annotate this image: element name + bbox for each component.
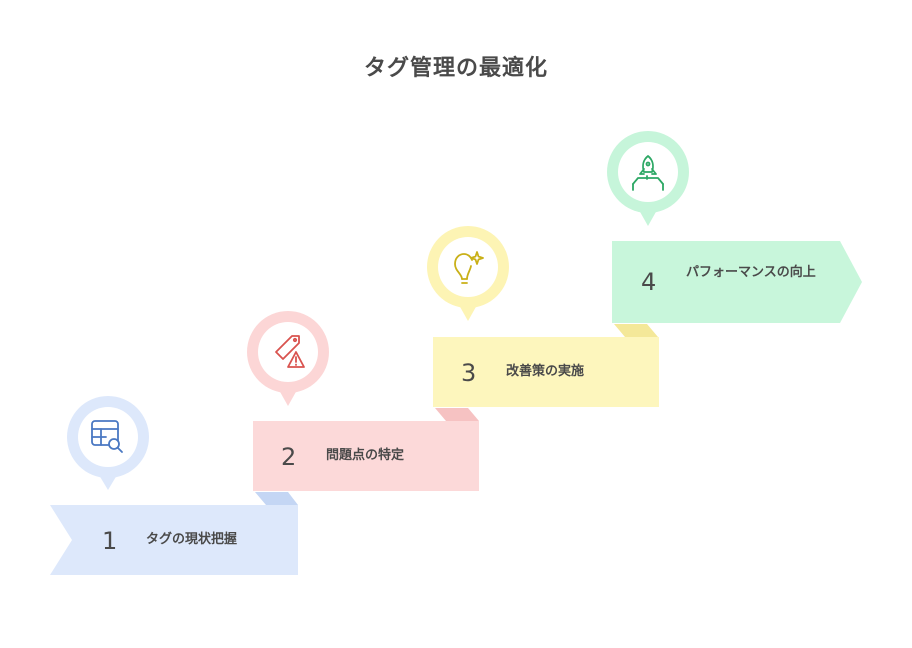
step-2-pin [247,311,329,406]
rocket-launch-icon [632,155,664,191]
table-search-icon [91,420,123,453]
step-1-label: タグの現状把握 [146,532,238,547]
step-2-label: 問題点の特定 [326,448,405,463]
page-title: タグ管理の最適化 [363,56,548,81]
step-3-pin [427,226,509,321]
step-4-label: パフォーマンスの向上 [686,265,816,280]
step-4-pin [607,131,689,226]
lightbulb-sparkle-icon [454,251,484,284]
step-3-band [433,337,659,407]
step-3-number: 3 [461,359,477,387]
step-3-fold [614,324,658,337]
step-2-band [253,421,479,491]
step-4-band [612,241,862,323]
tag-warning-icon [275,335,305,368]
step-1-pin [67,396,149,490]
step-2-number: 2 [281,443,297,471]
step-1-number: 1 [102,527,118,555]
step-1-band [50,505,298,575]
step-3-label: 改善策の実施 [506,364,585,379]
step-2-fold [435,408,479,421]
step-1-fold [255,492,298,505]
step-4-number: 4 [641,268,657,296]
